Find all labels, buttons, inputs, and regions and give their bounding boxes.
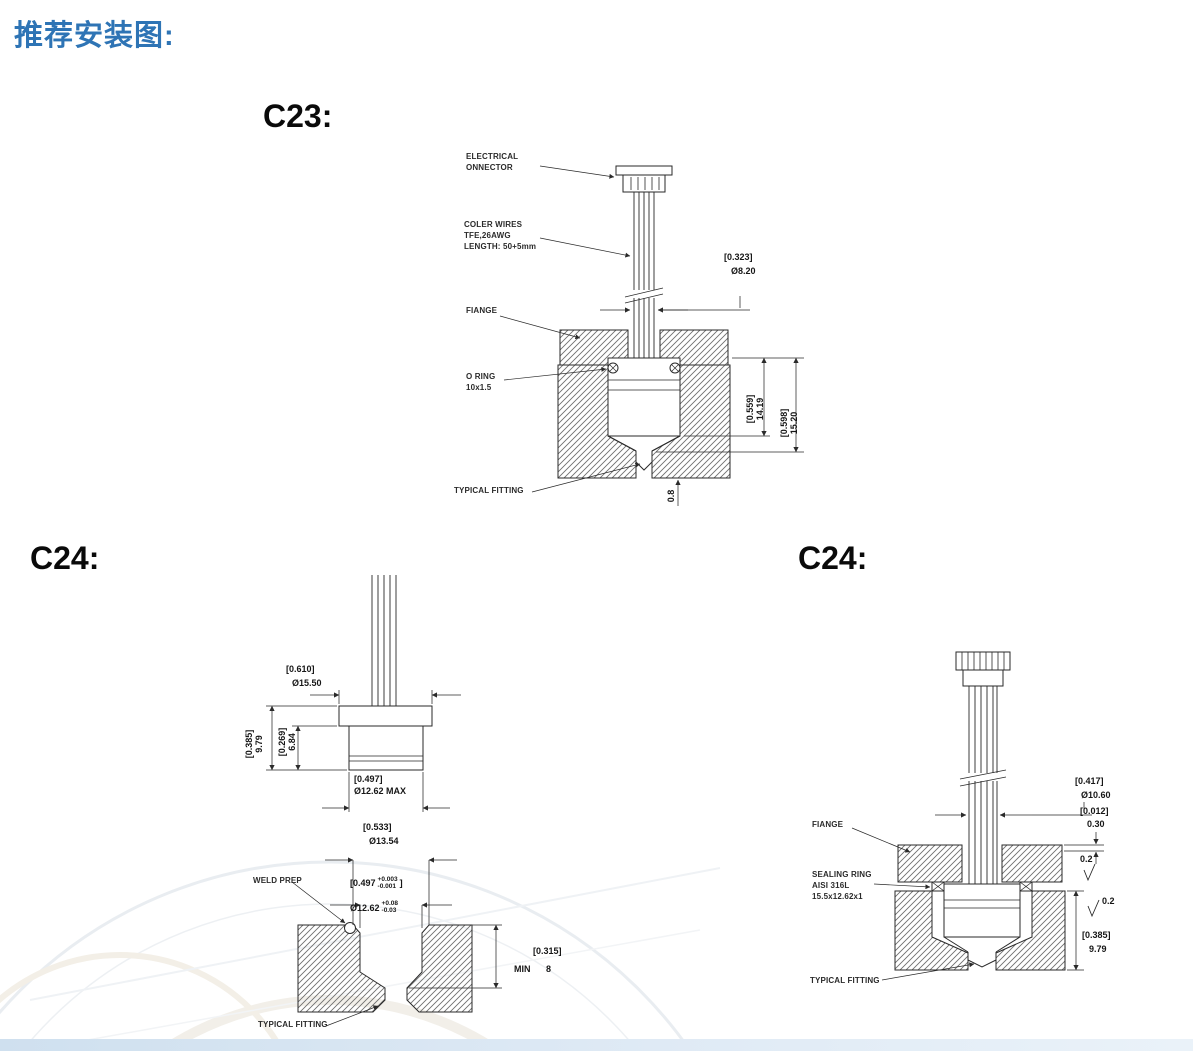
c24r-leader-lines [851,827,975,981]
dim-depth-b: [0.598] 15.20 [779,399,800,447]
c23-line-art [499,165,804,506]
bore-fit-in-plus: +0.003 [377,875,398,883]
dim-depth-a-in: [0.559] [745,394,755,424]
dim-tip-gap: 0.8 [666,489,676,503]
c24r-sensor-body [943,883,1021,968]
callout-typical-fitting: TYPICAL FITTING [454,486,524,495]
diagram-label-c24-left: C24: [30,540,100,576]
c24r-fitting-section [894,890,1066,971]
bore-fit-in-minus: -0.001 [377,882,396,890]
dim-depth-a: [0.559] 14.19 [745,385,766,433]
callout-weld-prep: WELD PREP [253,876,302,885]
dim-depth-mm: 9.79 [1089,944,1107,954]
diagram-c24-left: [0.610] Ø15.50 [0.385] 9.79 [0.269] 6.84… [230,560,590,1051]
dim-depth-b-mm: 15.20 [789,411,800,435]
c24r-dimension-lines [935,802,1104,971]
dim-flange-dia-in: [0.610] [286,664,315,674]
diagram-c24-right: [0.417] Ø10.60 FIANGE [0.012] 0.30 SEALI… [790,630,1190,1030]
diagram-c23: ELECTRICAL ONNECTOR COLER WIRES TFE,26AW… [440,140,820,520]
dim-depth-a-mm: 14.19 [755,397,766,421]
dim-total-height-in: [0.385] [244,729,254,759]
c24r-connector [955,651,1011,687]
c24-left-line-art [266,575,502,1027]
callout-electrical-connector: ELECTRICAL ONNECTOR [466,152,519,172]
bore-fit-mm-minus: -0.03 [381,907,397,915]
dim-stem-dia-mm: Ø8.20 [731,266,756,276]
dim-bore-fit-mm-row: Ø12.62 +0.08 -0.03 [350,900,403,915]
callout-color-wires: COLER WIRES TFE,26AWG LENGTH: 50+5mm [464,220,537,251]
dim-body-height: [0.269] 6.84 [277,718,298,766]
dim-depth-in: [0.385] [1082,930,1111,940]
dim-stem-dia-in: [0.323] [724,252,753,262]
c23-dimension-lines [600,296,804,506]
c23-wires [624,192,664,358]
dim-body-dia-mm: Ø12.62 MAX [354,786,407,796]
c23-sensor-body [607,357,681,471]
dim-body-height-in: [0.269] [277,727,287,757]
c24r-wires [959,686,1007,884]
page-title: 推荐安装图: [14,20,175,52]
callout-flange: FIANGE [812,820,844,829]
dim-bore-fit: [0.497 +0.003 -0.001 ] Ø12.62 +0.08 -0.0… [350,866,403,926]
bore-fit-in-open: [0.497 [350,878,376,889]
surface-finish-bottom-value: 0.2 [1102,896,1115,906]
dim-stem-dia-mm: Ø10.60 [1081,790,1111,800]
surface-finish-top-value: 0.2 [1080,854,1093,864]
c24l-leader-lines [291,881,379,1027]
dim-total-height-mm: 9.79 [254,735,265,753]
c24l-fitting-section [297,922,473,1013]
c23-leader-lines [499,165,641,493]
bore-fit-in-tolerance: +0.003 -0.001 [377,875,398,891]
footer-strip [0,1039,1193,1051]
diagram-label-c24-right: C24: [798,540,868,576]
c24r-flange-section [897,844,1063,883]
diagram-label-c23: C23: [263,98,333,134]
callout-typical-fitting: TYPICAL FITTING [810,976,880,985]
c23-flange-section [559,329,729,366]
dim-stem-dia-in: [0.417] [1075,776,1104,786]
c24r-surface-finish-symbols [1083,863,1100,918]
c24l-wires [371,575,397,706]
c24l-sensor-side-view [338,705,433,771]
dim-bore-mouth-mm: Ø13.54 [369,836,399,846]
c24-right-line-art [851,651,1104,981]
dim-flange-dia-mm: Ø15.50 [292,678,322,688]
bore-fit-mm: Ø12.62 [350,902,380,913]
dim-total-height: [0.385] 9.79 [244,720,265,768]
callout-typical-fitting: TYPICAL FITTING [258,1020,328,1029]
dim-body-dia-in: [0.497] [354,774,383,784]
callout-o-ring: O RING 10x1.5 [466,372,496,392]
dim-bore-mouth-in: [0.533] [363,822,392,832]
bore-fit-mm-plus: +0.08 [381,900,398,908]
dim-depth-in: [0.315] [533,946,562,956]
c23-connector [615,165,673,193]
callout-flange: FIANGE [466,306,498,315]
dim-gap-in: [0.012] [1080,806,1109,816]
dim-bore-fit-inch-row: [0.497 +0.003 -0.001 ] [350,875,403,891]
c24l-dimension-lines [266,690,502,989]
weld-prep-marker [344,922,356,934]
dim-depth-b-in: [0.598] [779,408,789,438]
dim-depth-mm: 8 [546,964,552,974]
callout-sealing-ring: SEALING RING AISI 316L 15.5x12.62x1 [812,870,872,901]
dim-depth-min-label: MIN [514,964,531,974]
bore-fit-mm-tolerance: +0.08 -0.03 [381,900,398,915]
dim-body-height-mm: 6.84 [287,733,298,751]
bore-fit-in-close: ] [399,878,403,889]
dim-gap-mm: 0.30 [1087,819,1105,829]
